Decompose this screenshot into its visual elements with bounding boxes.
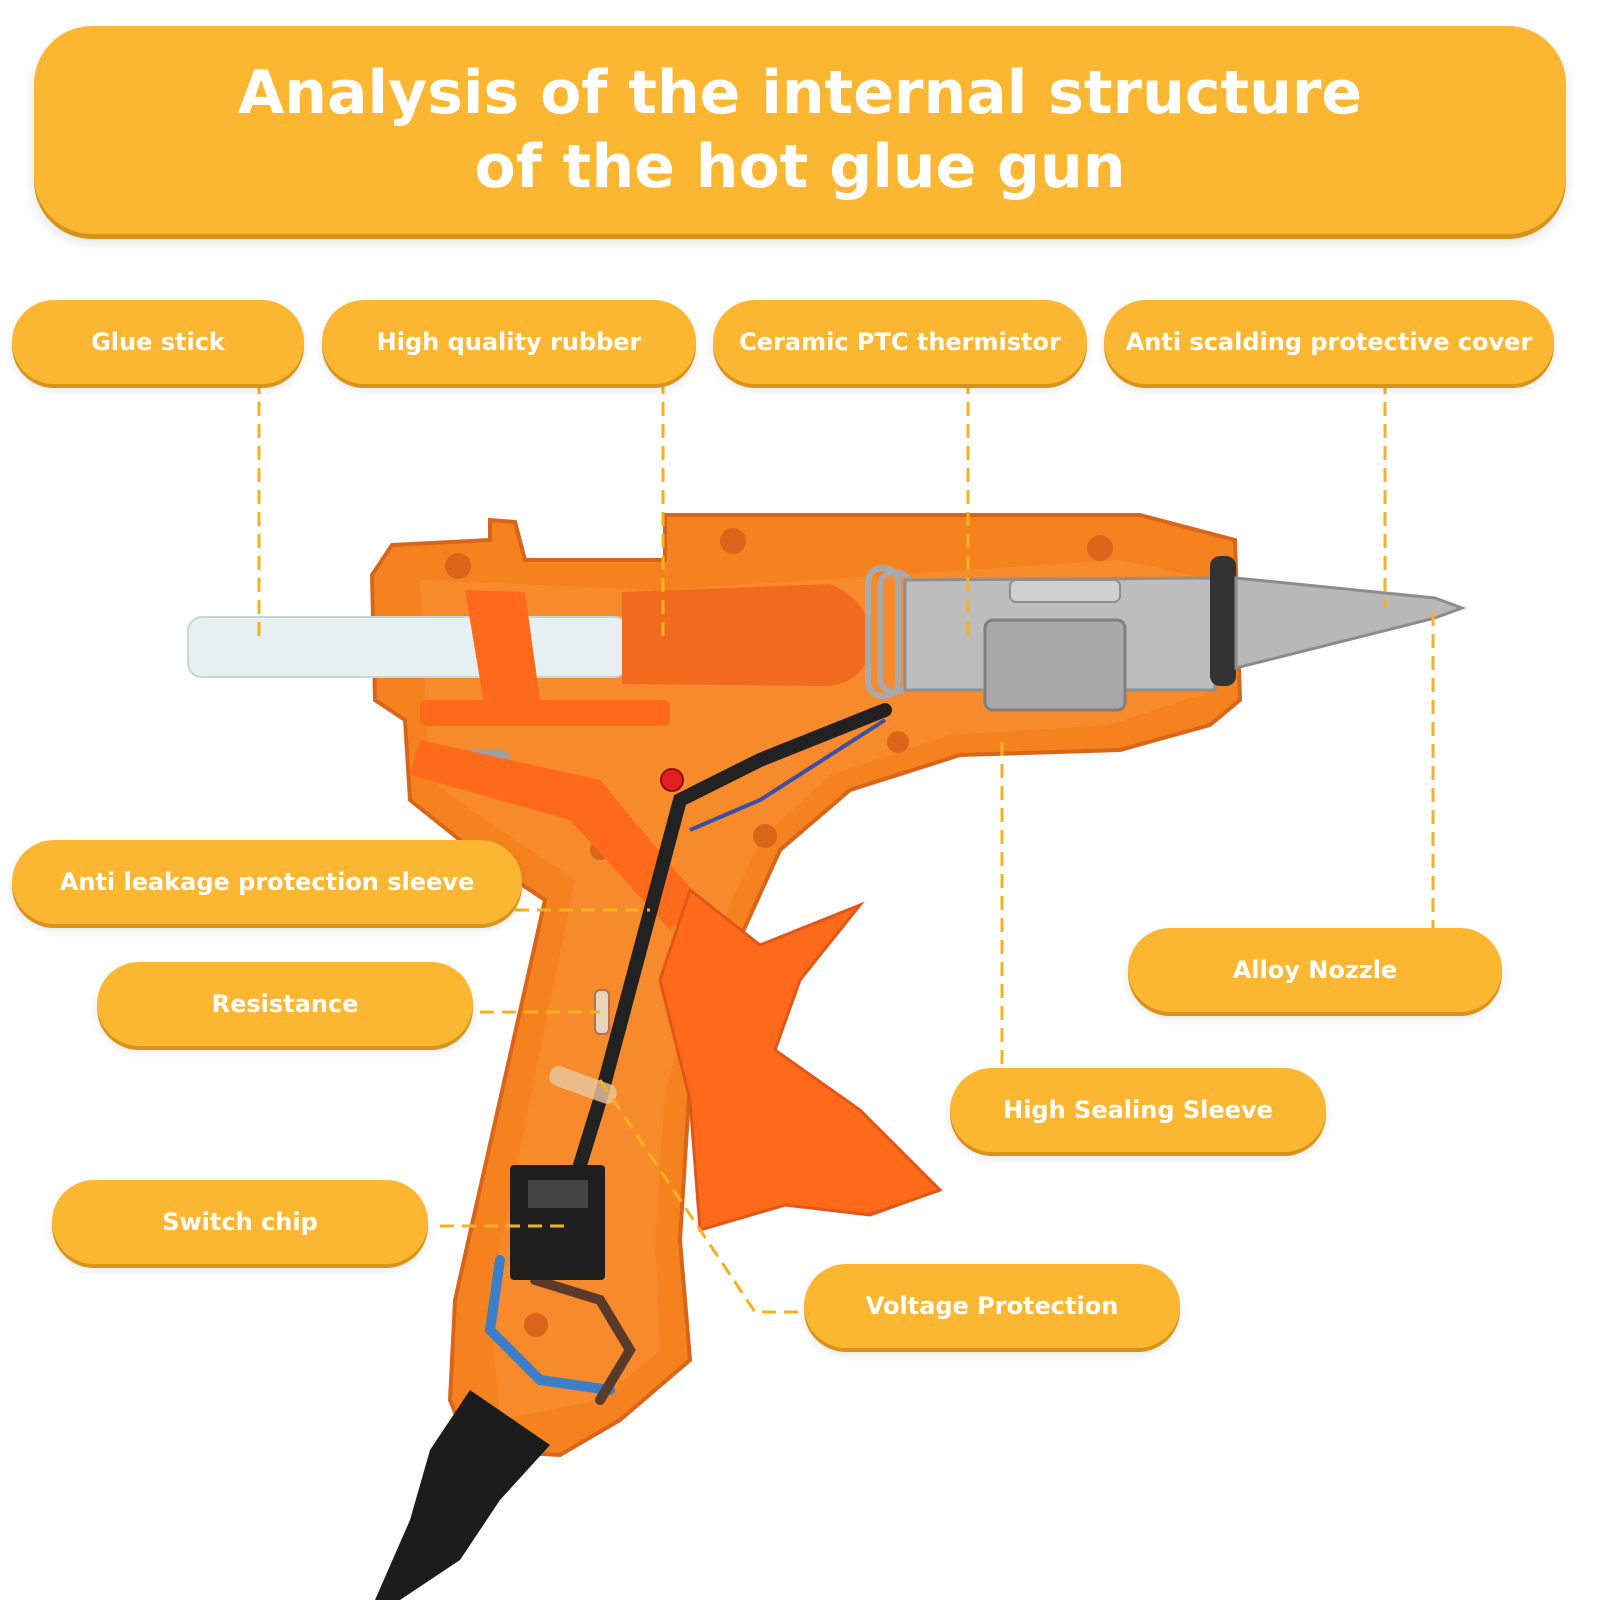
label-text: Glue stick (91, 328, 225, 356)
feed-clamp (465, 590, 540, 710)
label-leak-sleeve: Anti leakage protection sleeve (12, 840, 522, 924)
top-clip (1009, 579, 1121, 603)
wire-black (553, 703, 892, 1237)
page-title: Analysis of the internal structure of th… (237, 58, 1363, 202)
screw-hole (524, 1313, 548, 1337)
lever-arm (410, 740, 700, 930)
sealing-ring (1210, 556, 1236, 686)
nozzle-shape (1234, 576, 1467, 670)
label-thermistor: Ceramic PTC thermistor (713, 300, 1087, 384)
label-text: Voltage Protection (865, 1292, 1119, 1320)
label-text: Alloy Nozzle (1232, 956, 1398, 984)
screw-hole (445, 553, 471, 579)
rubber-sleeve-shape (622, 584, 870, 686)
trigger-shape (658, 887, 943, 1232)
screw-hole (1087, 535, 1113, 561)
glass-fuse (549, 1066, 617, 1104)
wire-brown (530, 1275, 636, 1405)
label-text: Anti scalding protective cover (1125, 328, 1533, 356)
label-text: High quality rubber (376, 328, 642, 356)
label-text: Resistance (211, 990, 359, 1018)
gun-inner-rim (420, 560, 1215, 1420)
label-resistance: Resistance (97, 962, 473, 1046)
cord-strain-relief (375, 1390, 550, 1600)
label-text: High Sealing Sleeve (1003, 1096, 1273, 1124)
label-cover: Anti scalding protective cover (1104, 300, 1554, 384)
label-text: Ceramic PTC thermistor (739, 328, 1061, 356)
label-glue-stick: Glue stick (12, 300, 304, 384)
wire-blue (689, 718, 887, 832)
screw-hole (887, 731, 909, 753)
indicator-led (660, 768, 684, 792)
label-text: Switch chip (162, 1208, 318, 1236)
label-text: Anti leakage protection sleeve (59, 868, 475, 896)
label-voltage: Voltage Protection (804, 1264, 1180, 1348)
glue-stick-shape (187, 616, 629, 678)
screw-hole (753, 824, 777, 848)
screw-hole (720, 528, 746, 554)
wire-blue-lower (484, 1255, 615, 1395)
label-rubber: High quality rubber (322, 300, 696, 384)
feed-rail (420, 700, 670, 726)
label-sealing-sleeve: High Sealing Sleeve (950, 1068, 1326, 1152)
label-switch-chip: Switch chip (52, 1180, 428, 1264)
title-banner: Analysis of the internal structure of th… (34, 26, 1566, 234)
leader-voltage (598, 1079, 805, 1314)
label-nozzle: Alloy Nozzle (1128, 928, 1502, 1012)
barrel-clip (983, 618, 1127, 712)
